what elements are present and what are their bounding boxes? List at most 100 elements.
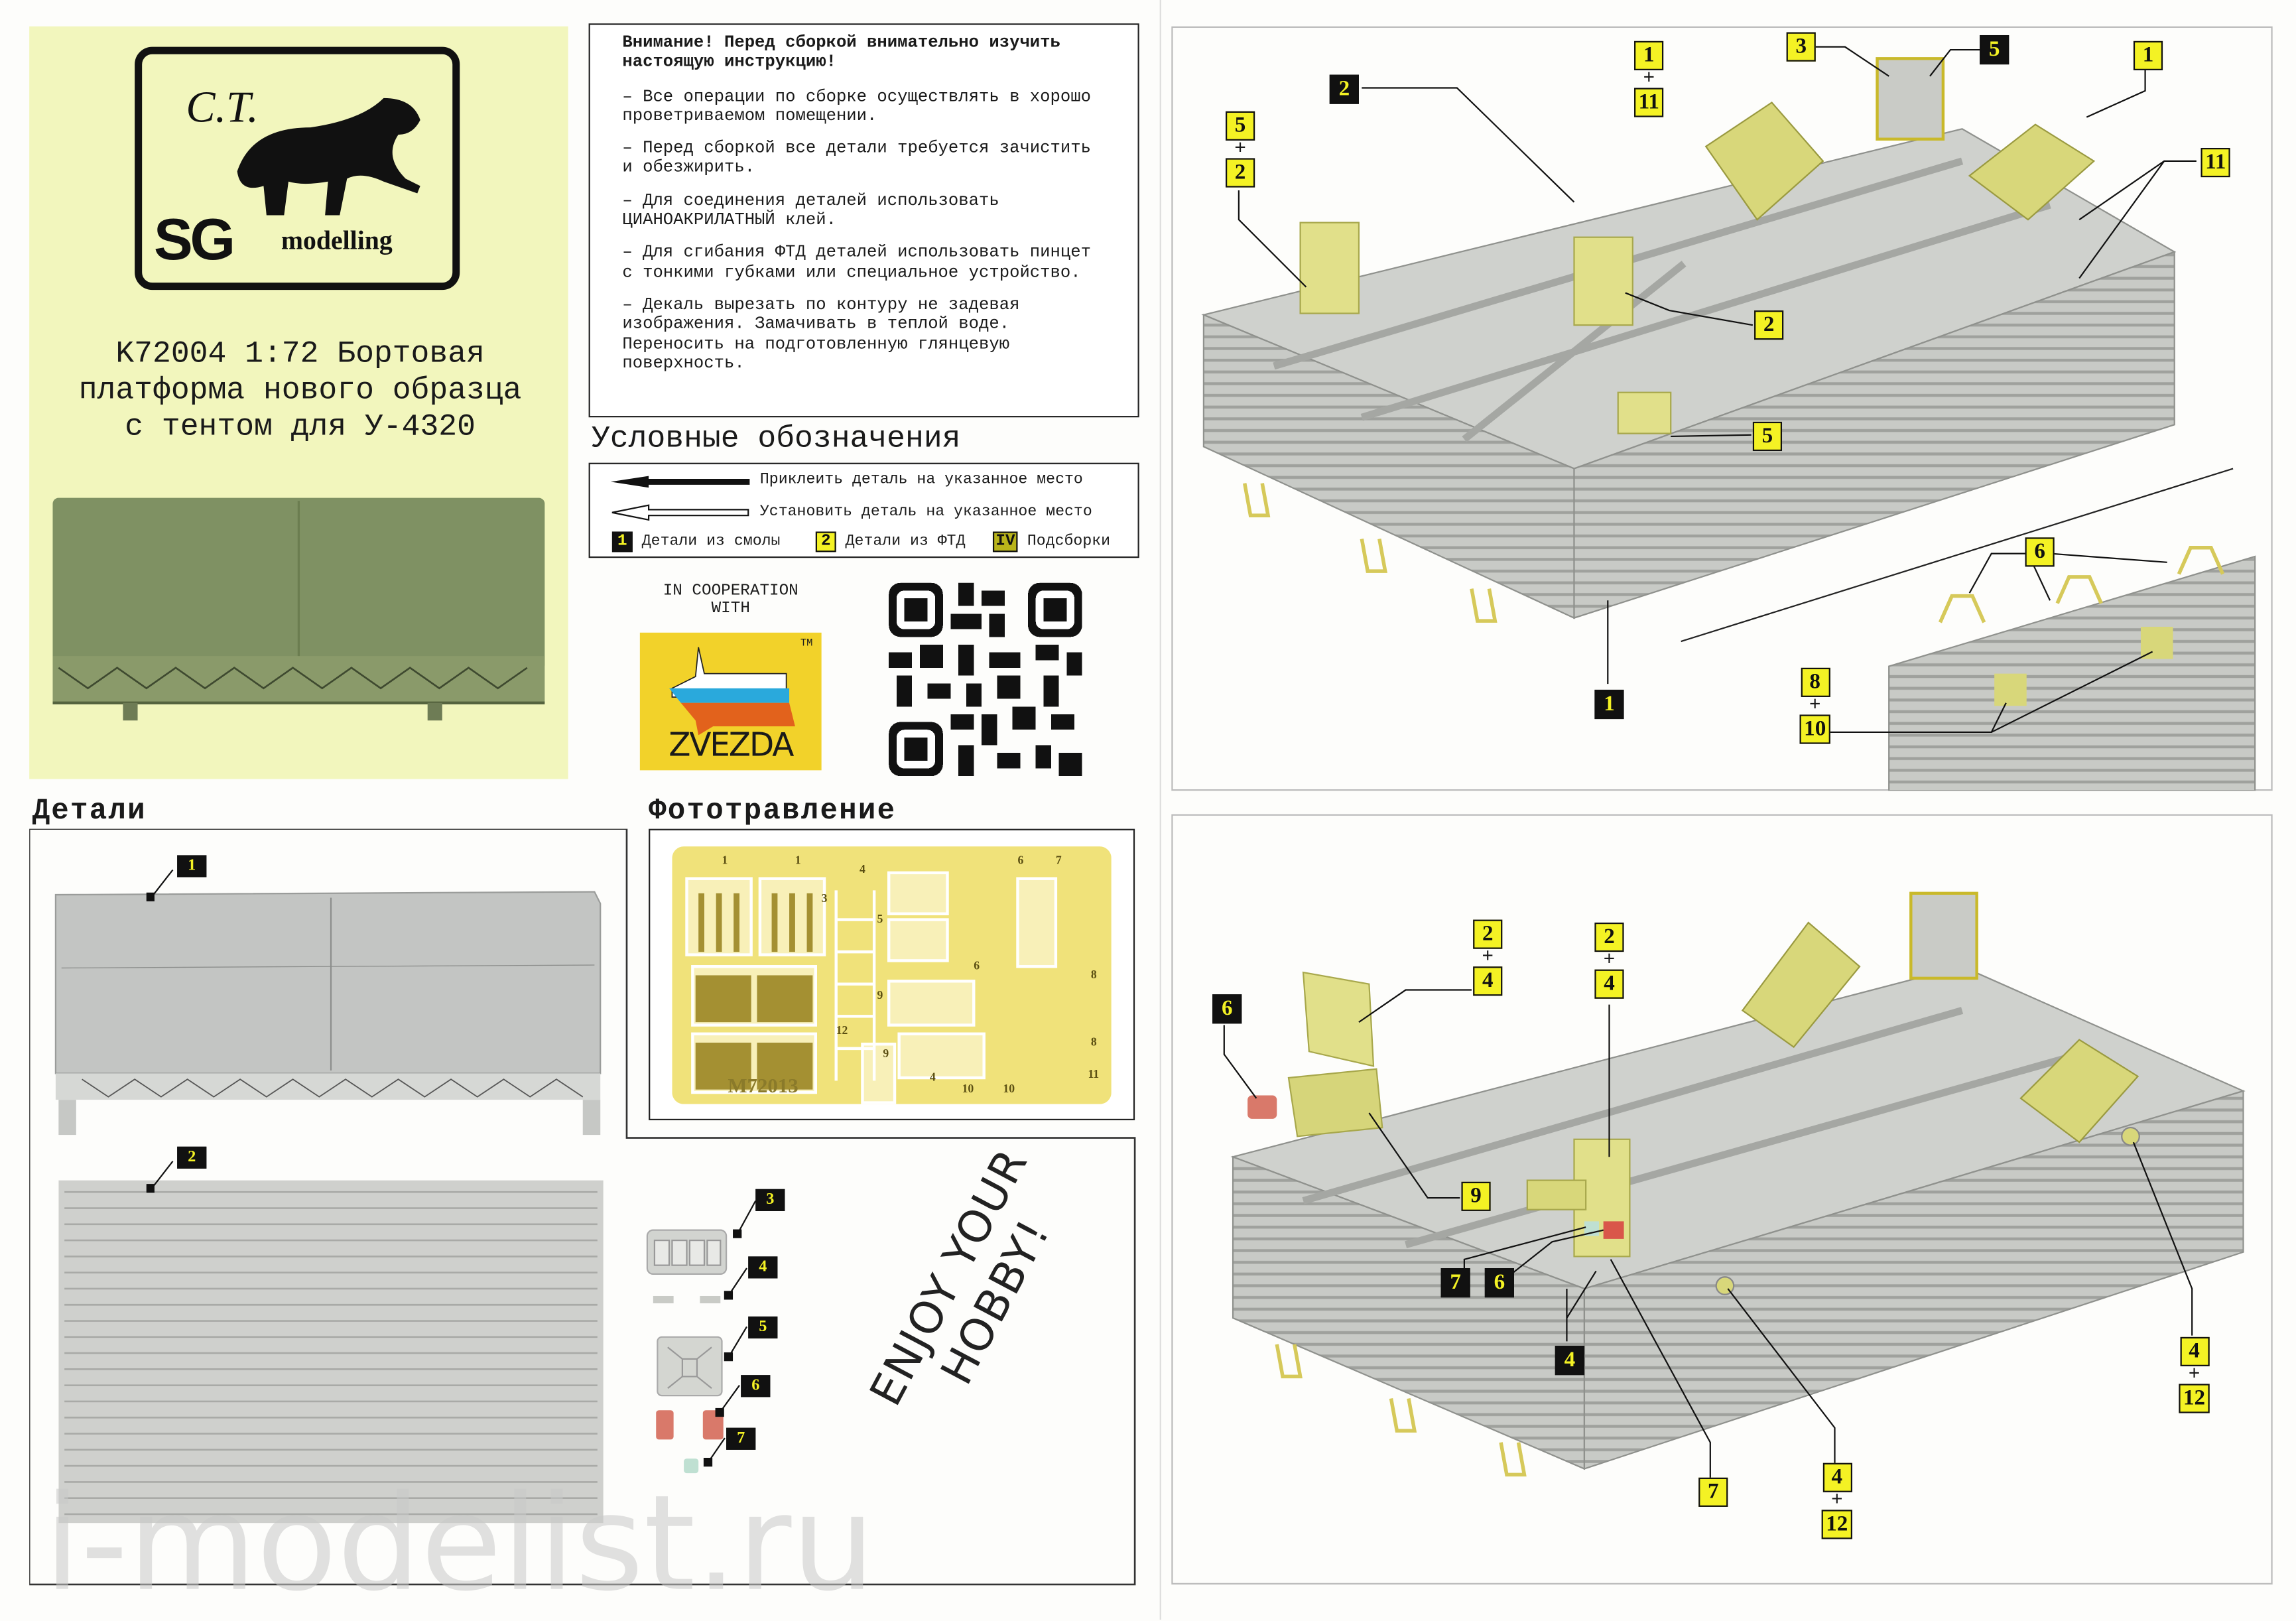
callout-key: 6 xyxy=(1212,994,1242,1024)
plus: + xyxy=(1234,137,1246,160)
step2-callout-6-resin: 6 xyxy=(1212,994,1242,1024)
plus: + xyxy=(1809,694,1821,716)
callout-key: 2 xyxy=(1226,158,1255,188)
logo-subtitle: modelling xyxy=(281,226,393,255)
callout-key: 2 xyxy=(1754,310,1784,340)
step2-callout-2-4b: 2+4 xyxy=(1594,922,1624,999)
legend-resin-label: Детали из смолы xyxy=(641,533,781,551)
parts-frame xyxy=(29,828,1136,1586)
step2-callout-4-12a: 4+12 xyxy=(1821,1462,1852,1539)
part-callout-1: 1 xyxy=(177,855,207,877)
part-callout-3: 3 xyxy=(755,1189,785,1211)
callout-key: 2 xyxy=(177,1146,207,1169)
step2-callout-4-12b: 4+12 xyxy=(2179,1336,2210,1413)
logo-brand: SG xyxy=(153,208,235,273)
fret-label: 8 xyxy=(1091,1035,1097,1048)
callout-key: 5 xyxy=(748,1316,778,1339)
fret-label: 8 xyxy=(1091,968,1097,981)
instruction-item: – Для соединения деталей использовать ЦИ… xyxy=(622,191,999,230)
callout-key: 1 xyxy=(2133,40,2163,70)
glue-arrow-icon xyxy=(610,476,750,488)
plus: + xyxy=(1643,67,1655,90)
tarp-truck-bed-illustration xyxy=(52,497,545,721)
step1-callout-5-resin: 5 xyxy=(1980,34,2009,65)
step2-callout-7: 7 xyxy=(1698,1477,1728,1507)
fret-label: 10 xyxy=(1003,1082,1015,1095)
trademark: TM xyxy=(800,638,813,651)
part-callout-4: 4 xyxy=(748,1256,778,1279)
logo-monogram: C.T. xyxy=(186,83,259,132)
fold-line xyxy=(1159,0,1161,1620)
instruction-item: – Перед сборкой все детали требуется зач… xyxy=(622,139,1091,178)
zvezda-logo: TM ZVEZDA xyxy=(639,632,822,771)
callout-key: 3 xyxy=(755,1189,785,1211)
photoetch-fret-m72013: 1 1 3 4 5 6 7 6 8 9 9 8 12 4 10 10 11 M7… xyxy=(672,846,1112,1104)
legend-pe-label: Детали из ФТД xyxy=(845,533,966,551)
callout-key: 12 xyxy=(2179,1384,2210,1413)
part-4-pins xyxy=(653,1295,721,1304)
step1-callout-2: 2 xyxy=(1754,310,1784,340)
step1-callout-1-resin: 1 xyxy=(1594,689,1624,720)
callout-key: 9 xyxy=(1461,1181,1491,1211)
subassembly-key: IV xyxy=(992,531,1018,552)
watermark: i-modelist.ru xyxy=(44,1467,875,1621)
fret-code: M72013 xyxy=(728,1074,798,1097)
plus: + xyxy=(1830,1489,1843,1512)
fret-label: 4 xyxy=(930,1070,936,1083)
callout-key: 2 xyxy=(1329,74,1359,104)
step1-callout-11: 11 xyxy=(2200,147,2231,178)
step1-callout-2-resin: 2 xyxy=(1329,74,1359,104)
callout-key: 1 xyxy=(1634,40,1664,70)
part-7-lens xyxy=(684,1459,699,1474)
plus: + xyxy=(2188,1363,2200,1386)
callout-key: 4 xyxy=(2179,1336,2209,1366)
callout-key: 11 xyxy=(2200,147,2231,178)
parts-title: Детали xyxy=(32,795,147,829)
bear-icon xyxy=(237,97,420,216)
callout-key: 1 xyxy=(177,855,207,877)
step1-callout-5: 5 xyxy=(1752,421,1783,452)
step1-callout-3: 3 xyxy=(1786,32,1816,62)
callout-key: 10 xyxy=(1799,714,1830,744)
legend-title: Условные обозначения xyxy=(591,423,961,457)
callout-key: 6 xyxy=(2025,537,2055,567)
part-callout-7: 7 xyxy=(726,1427,756,1450)
part-callout-2: 2 xyxy=(177,1146,207,1169)
part-callout-6: 6 xyxy=(741,1375,771,1397)
callout-key: 5 xyxy=(1980,34,2009,65)
cooperation-text: IN COOPERATION WITH xyxy=(640,583,822,618)
step2-callout-9: 9 xyxy=(1461,1181,1491,1211)
small-parts-leaders xyxy=(703,1200,757,1467)
fret-label: 3 xyxy=(822,891,828,905)
resin-key: 1 xyxy=(611,531,633,552)
callout-key: 5 xyxy=(1226,111,1255,141)
callout-key: 7 xyxy=(1698,1477,1728,1507)
callout-key: 4 xyxy=(1473,966,1503,996)
assembly-step-1 xyxy=(1171,26,2273,791)
step1-callout-1: 1 xyxy=(2133,40,2163,70)
callout-key: 2 xyxy=(1594,922,1624,952)
fret-label: 1 xyxy=(795,854,801,867)
coop-line: IN COOPERATION xyxy=(663,582,798,601)
instruction-item: – Все операции по сборке осуществлять в … xyxy=(622,87,1091,126)
part-1-tarp xyxy=(54,891,602,1135)
instruction-item: – Для сгибания ФТД деталей использовать … xyxy=(622,243,1091,283)
part-6-tail-lights xyxy=(656,1410,724,1440)
fret-label: 6 xyxy=(1017,854,1023,867)
step1-callout-8-10: 8+10 xyxy=(1799,667,1830,744)
zvezda-flag-star-icon xyxy=(669,647,795,736)
legend-glue: Приклеить деталь на указанное место xyxy=(759,471,1083,489)
fret-label: 11 xyxy=(1088,1067,1099,1080)
title-line: с тентом для У-4320 xyxy=(125,411,476,446)
title-line: платформа нового образца xyxy=(78,375,522,409)
callout-key: 8 xyxy=(1800,667,1830,697)
legend-subassembly: IV Подсборки xyxy=(992,531,1111,552)
install-arrow-icon xyxy=(611,504,749,521)
plus: + xyxy=(1482,946,1494,968)
legend-sub-label: Подсборки xyxy=(1027,533,1111,551)
fret-label: 10 xyxy=(962,1082,974,1095)
callout-key: 6 xyxy=(1484,1268,1514,1298)
parts-leader-lines xyxy=(146,869,174,1193)
fret-label: 7 xyxy=(1056,854,1062,867)
